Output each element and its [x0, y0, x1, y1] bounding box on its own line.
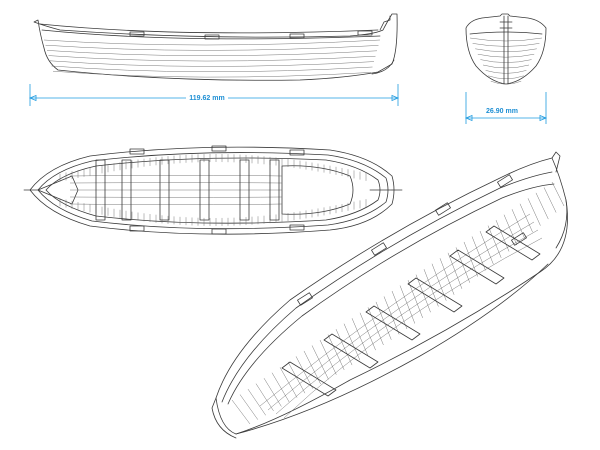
plan-thwart — [159, 159, 170, 221]
perspective-thwart — [485, 225, 541, 261]
perspective-thwart — [323, 333, 379, 369]
plan-view — [23, 145, 403, 235]
end-view — [465, 13, 547, 85]
beam-dimension-label: 26.90 mm — [486, 108, 518, 115]
beam-dimension: 26.90 mm — [464, 92, 548, 124]
plan-thwart — [95, 159, 106, 221]
perspective-view — [211, 151, 568, 439]
length-dimension-label: 119.62 mm — [189, 95, 224, 102]
plan-thwart — [239, 159, 250, 221]
plan-thwart — [121, 159, 132, 221]
perspective-thwart — [365, 305, 421, 341]
perspective-thwart — [281, 361, 337, 397]
plan-thwart — [269, 159, 280, 221]
side-elevation-view — [33, 13, 398, 81]
length-dimension: 119.62 mm — [28, 84, 400, 106]
perspective-thwart — [407, 277, 463, 313]
plan-thwart — [199, 159, 210, 221]
perspective-thwart — [449, 249, 505, 285]
